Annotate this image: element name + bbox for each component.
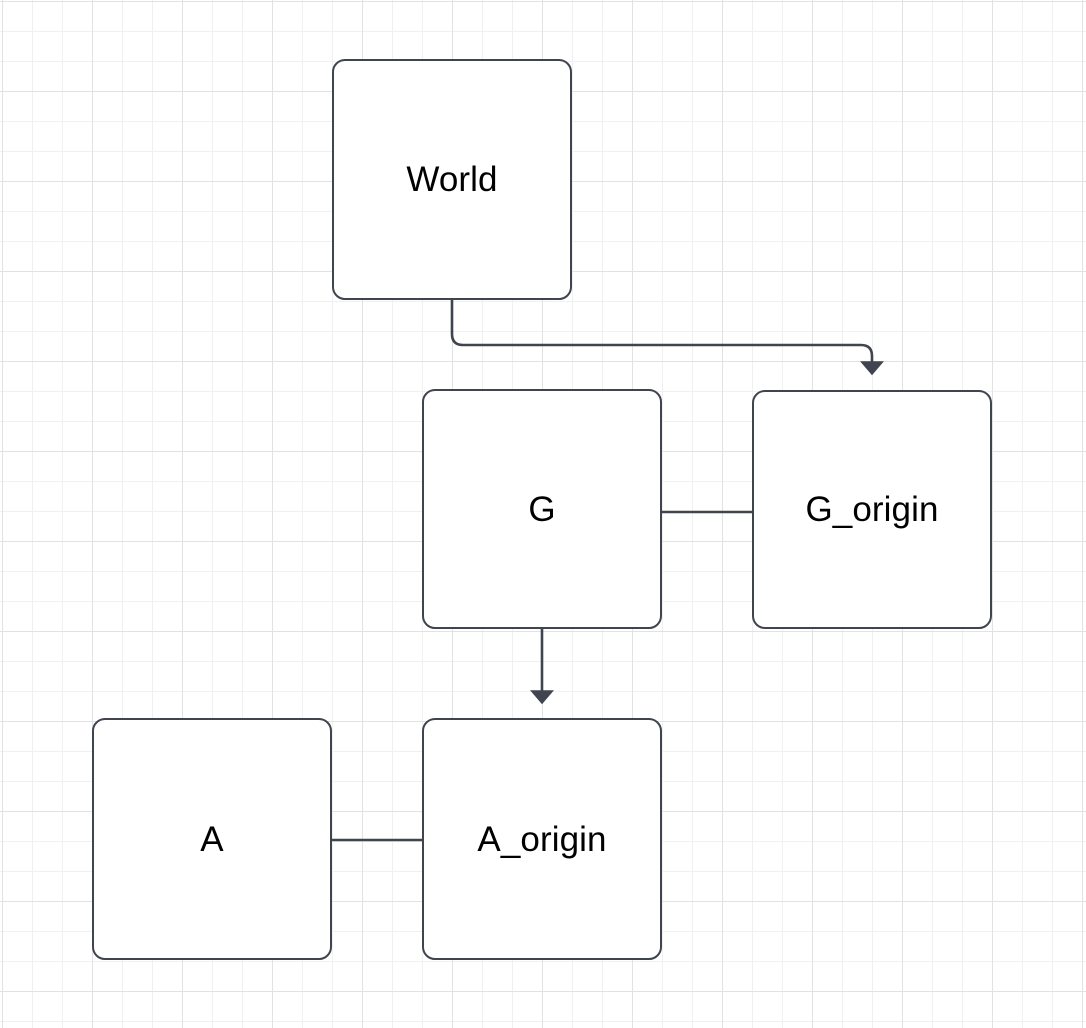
node-world[interactable]: World xyxy=(332,59,572,300)
node-g-origin-label: G_origin xyxy=(805,490,939,529)
node-g-label: G xyxy=(528,489,556,529)
node-g[interactable]: G xyxy=(422,389,662,629)
node-a-label: A xyxy=(200,819,224,859)
node-a-origin-label: A_origin xyxy=(477,819,607,859)
node-world-label: World xyxy=(406,160,498,199)
node-g-origin[interactable]: G_origin xyxy=(752,390,992,629)
node-a[interactable]: A xyxy=(92,718,332,960)
edge-world-to-g-origin xyxy=(450,300,884,376)
node-a-origin[interactable]: A_origin xyxy=(422,718,662,960)
